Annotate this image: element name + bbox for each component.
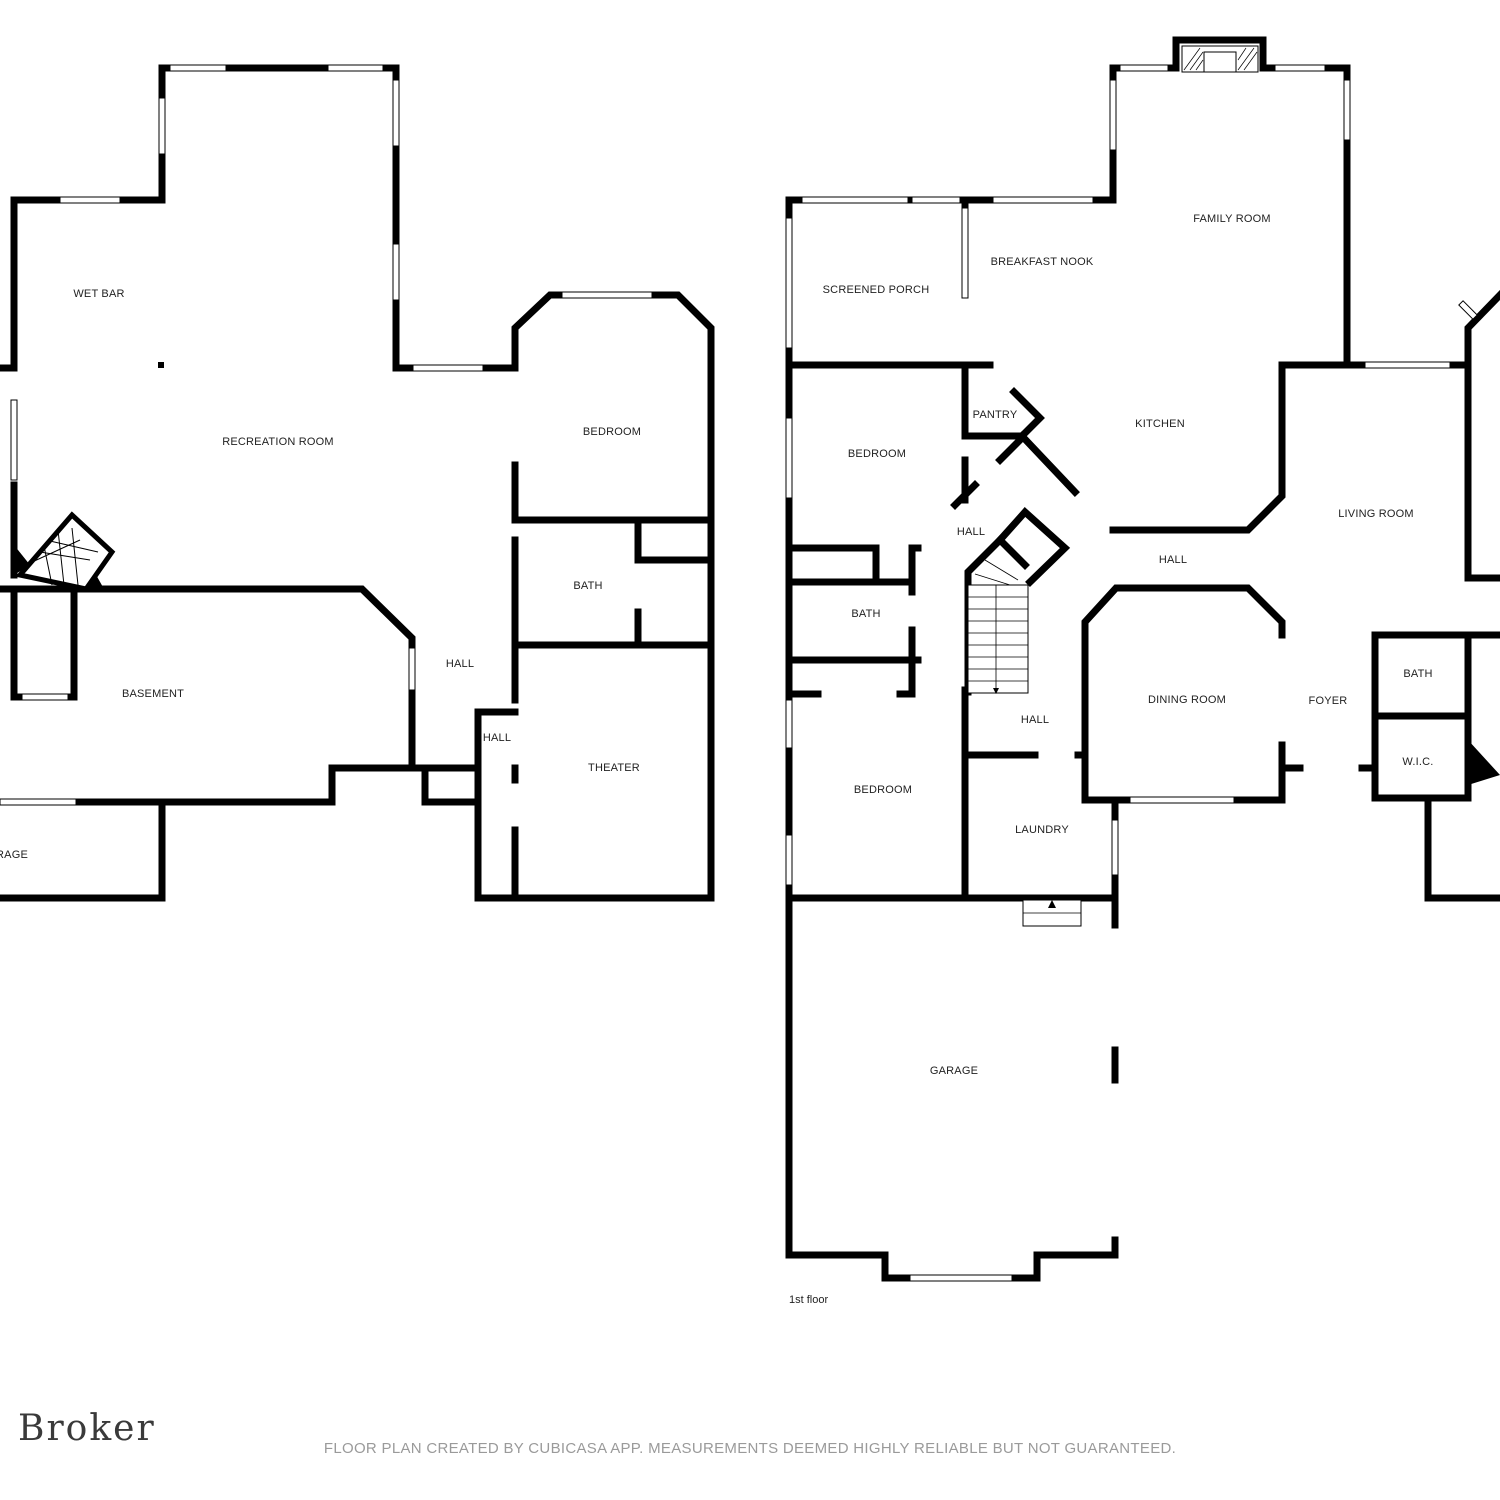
room-label-bath-right: BATH <box>1403 668 1432 680</box>
room-label-hall: HALL <box>446 658 474 670</box>
room-label-family-room: FAMILY ROOM <box>1193 213 1271 225</box>
first-floor-stairs <box>964 507 1071 696</box>
garage-outer <box>785 894 1119 1282</box>
bedroom-theater-outer <box>474 291 715 902</box>
basement-step-wall <box>421 764 482 806</box>
first-floor-windows <box>785 64 1478 1282</box>
disclaimer-text: FLOOR PLAN CREATED BY CUBICASA APP. MEAS… <box>323 1440 1177 1457</box>
room-label-bath: BATH <box>851 608 880 620</box>
room-label-pantry: PANTRY <box>973 409 1018 421</box>
room-label-wic: W.I.C. <box>1402 756 1433 768</box>
garage-top-wall <box>785 796 1119 902</box>
room-label-hall-small: HALL <box>483 732 511 744</box>
basement-closet <box>10 585 78 701</box>
room-label-dining-room: DINING ROOM <box>1148 694 1226 706</box>
room-label-foyer: FOYER <box>1309 695 1348 707</box>
column <box>158 362 164 368</box>
room-label-bedroom-upper: BEDROOM <box>848 448 906 460</box>
room-label-bedroom: BEDROOM <box>583 426 641 438</box>
right-room-partial <box>1464 290 1500 582</box>
pantry-wall <box>961 361 1045 440</box>
stair-fragment <box>1468 740 1500 785</box>
basement-outer-wall-top <box>10 64 519 372</box>
room-label-hall-lower: HALL <box>1021 714 1049 726</box>
first-floor-plan: 1st floor SCREENED PORCH BREAKFAST NOOK … <box>785 36 1500 1306</box>
bath-closet <box>634 516 715 564</box>
basement-stairs <box>14 511 116 592</box>
dining-room-bottom <box>1081 741 1286 804</box>
room-label-recreation-room: RECREATION ROOM <box>222 436 334 448</box>
room-label-storage-partial: RAGE <box>0 849 28 861</box>
room-label-living-room: LIVING ROOM <box>1338 508 1414 520</box>
kitchen-bottom <box>1109 361 1351 534</box>
room-label-basement: BASEMENT <box>122 688 184 700</box>
basement-divider-wall <box>0 585 416 772</box>
right-lower-partial <box>1424 798 1500 902</box>
room-label-bath: BATH <box>573 580 602 592</box>
room-label-kitchen: KITCHEN <box>1135 418 1185 430</box>
room-label-bedroom-lower: BEDROOM <box>854 784 912 796</box>
room-label-screened-porch: SCREENED PORCH <box>823 284 930 296</box>
room-label-laundry: LAUNDRY <box>1015 824 1069 836</box>
room-label-garage: GARAGE <box>930 1065 978 1077</box>
floor-label-1st: 1st floor <box>789 1294 828 1306</box>
garage-partial-wall <box>0 798 166 902</box>
bedroom-bottom-wall <box>785 544 922 586</box>
room-label-wet-bar: WET BAR <box>73 288 124 300</box>
hall-diag-2 <box>950 480 980 510</box>
room-label-hall-center: HALL <box>1159 554 1187 566</box>
room-label-breakfast-nook: BREAKFAST NOOK <box>991 256 1094 268</box>
dining-room-wall <box>1081 584 1286 804</box>
hall-diag-1 <box>995 435 1025 465</box>
basement-windows <box>0 64 653 806</box>
basement-plan: WET BAR RECREATION ROOM BEDROOM BATH BAS… <box>0 64 715 902</box>
room-label-theater: THEATER <box>588 762 640 774</box>
brand-logo-text: Broker <box>18 1408 156 1449</box>
room-label-hall-upper: HALL <box>957 526 985 538</box>
kitchen-left-diag <box>1017 431 1080 497</box>
basement-bottom-wall <box>0 764 482 806</box>
